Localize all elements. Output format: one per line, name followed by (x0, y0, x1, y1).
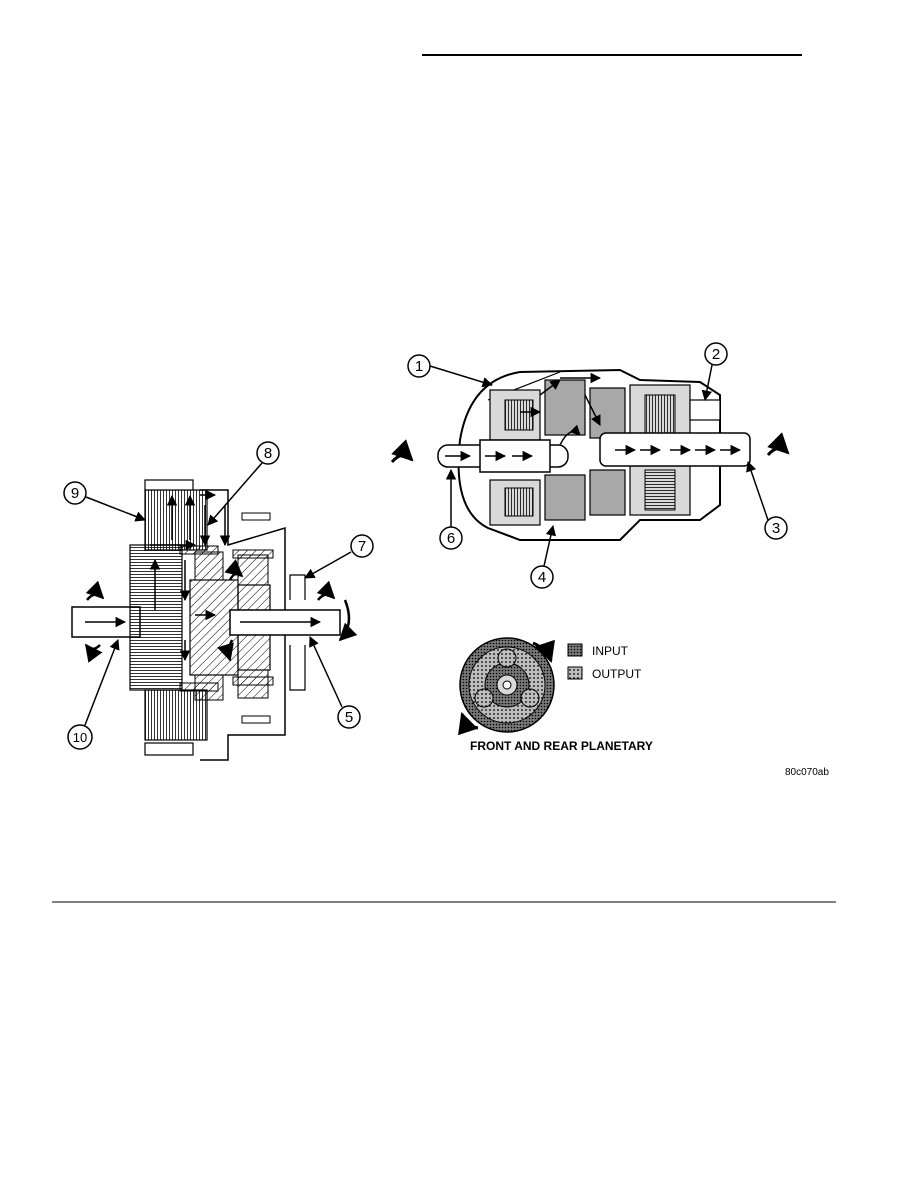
callout-1-label: 1 (415, 358, 423, 375)
callout-2: 2 (701, 342, 728, 402)
callout-10: 10 (67, 639, 120, 750)
callout-5: 5 (309, 636, 361, 729)
legend-output-swatch (567, 666, 583, 680)
planetary-caption: FRONT AND REAR PLANETARY (470, 739, 653, 753)
callout-7: 7 (304, 534, 374, 579)
legend-input-swatch (567, 643, 583, 657)
callout-6: 6 (439, 468, 463, 550)
transmission-cutaway (390, 368, 790, 541)
callout-8-label: 8 (264, 445, 272, 462)
planetary-schematic (71, 479, 358, 761)
callout-2-label: 2 (712, 346, 720, 363)
callout-3-label: 3 (772, 520, 780, 537)
legend-input-label: INPUT (592, 644, 629, 658)
callout-9-label: 9 (71, 485, 79, 502)
callout-6-label: 6 (447, 530, 455, 547)
callout-3: 3 (746, 461, 788, 540)
legend-output-label: OUTPUT (592, 667, 642, 681)
callouts: 1 2 3 4 6 8 (63, 342, 788, 750)
callout-1: 1 (407, 354, 494, 388)
callout-8: 8 (207, 441, 280, 526)
callout-10-label: 10 (73, 730, 87, 745)
planetary-gear-icon (458, 637, 555, 736)
callout-7-label: 7 (358, 538, 366, 555)
figure-id: 80c070ab (785, 767, 829, 778)
callout-4: 4 (530, 524, 557, 589)
callout-9: 9 (63, 481, 146, 522)
callout-4-label: 4 (538, 569, 546, 586)
callout-5-label: 5 (345, 709, 353, 726)
